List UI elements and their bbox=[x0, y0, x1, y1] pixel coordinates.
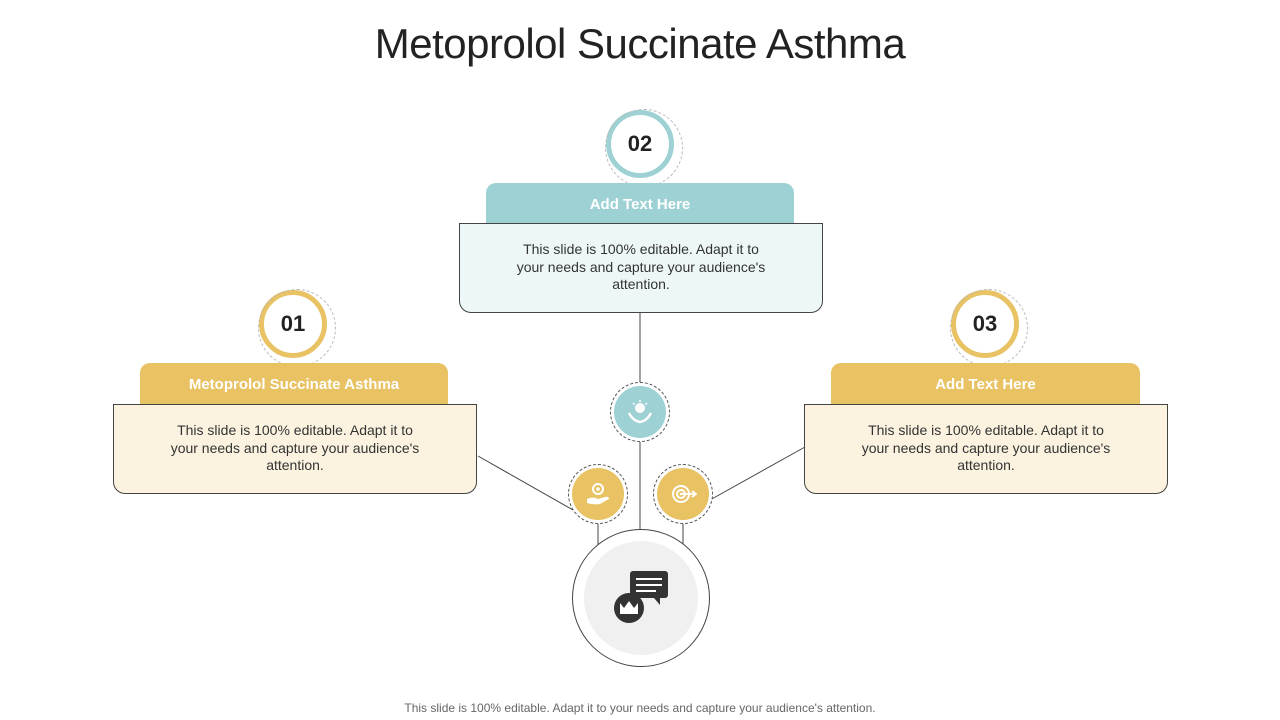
step-number-badge-01: 01 bbox=[258, 289, 336, 367]
step-body-box-01: This slide is 100% editable. Adapt it to… bbox=[113, 404, 477, 494]
step-heading-tab-01: Metoprolol Succinate Asthma bbox=[140, 363, 448, 405]
target-arrow-icon bbox=[657, 468, 709, 520]
step-body-box-02: This slide is 100% editable. Adapt it to… bbox=[459, 223, 823, 313]
hands-light-icon-ring bbox=[610, 382, 670, 442]
hands-light-icon bbox=[614, 386, 666, 438]
hand-gear-icon bbox=[572, 468, 624, 520]
slide-footer: This slide is 100% editable. Adapt it to… bbox=[404, 701, 876, 715]
step-number-badge-02: 02 bbox=[605, 109, 683, 187]
chat-crown-icon bbox=[584, 541, 698, 655]
step-heading-tab-02: Add Text Here bbox=[486, 183, 794, 225]
target-arrow-icon-ring bbox=[653, 464, 713, 524]
central-hub bbox=[572, 529, 710, 667]
step-body-box-03: This slide is 100% editable. Adapt it to… bbox=[804, 404, 1168, 494]
hand-gear-icon-ring bbox=[568, 464, 628, 524]
step-heading-tab-03: Add Text Here bbox=[831, 363, 1140, 405]
slide-title: Metoprolol Succinate Asthma bbox=[374, 20, 906, 67]
step-number-badge-03: 03 bbox=[950, 289, 1028, 367]
